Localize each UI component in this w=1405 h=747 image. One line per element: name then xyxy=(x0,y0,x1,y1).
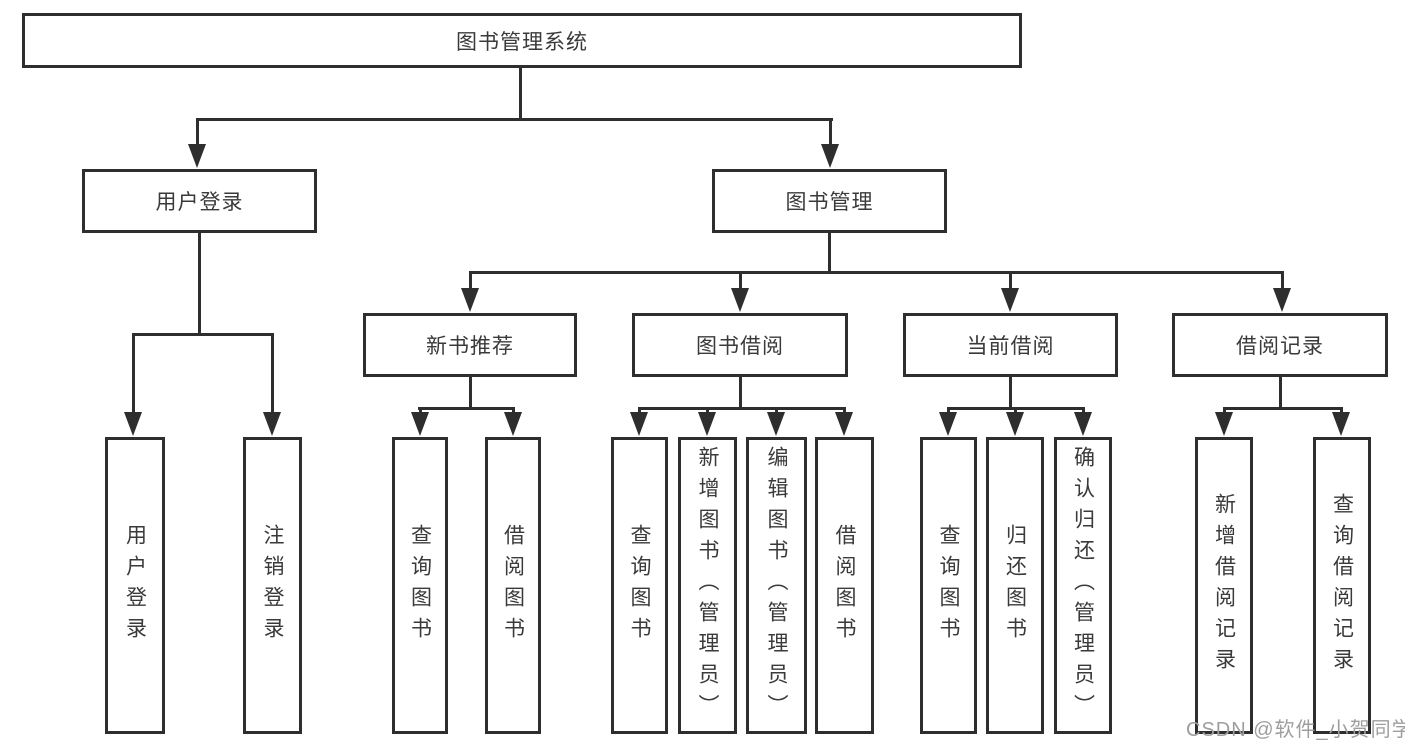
leaf-confirm-return-admin: 确认归还（管理员） xyxy=(1054,437,1112,734)
connector-line xyxy=(739,271,742,288)
connector-line xyxy=(196,118,199,144)
connector-line xyxy=(469,271,472,288)
connector-line xyxy=(638,407,846,410)
connector-line xyxy=(843,407,846,413)
connector-line xyxy=(638,407,641,413)
node-borrowing-records: 借阅记录 xyxy=(1172,313,1388,377)
connector-line xyxy=(1223,407,1343,410)
arrow-down-icon xyxy=(1074,412,1092,436)
arrow-down-icon xyxy=(263,412,281,436)
leaf-query-books-current: 查询图书 xyxy=(920,437,977,734)
connector-line xyxy=(469,376,472,409)
connector-line xyxy=(775,407,778,413)
connector-line xyxy=(739,376,742,409)
leaf-user-login: 用户登录 xyxy=(105,437,165,734)
connector-line xyxy=(1014,407,1017,413)
connector-line xyxy=(1281,271,1284,288)
arrow-down-icon xyxy=(411,412,429,436)
connector-line xyxy=(1279,376,1282,409)
arrow-down-icon xyxy=(188,144,206,168)
connector-line xyxy=(469,271,1282,274)
arrow-down-icon xyxy=(1273,288,1291,312)
arrow-down-icon xyxy=(1006,412,1024,436)
connector-line xyxy=(198,232,201,335)
arrow-down-icon xyxy=(1215,412,1233,436)
leaf-borrow-books-borrowing: 借阅图书 xyxy=(815,437,874,734)
leaf-query-borrow-record: 查询借阅记录 xyxy=(1313,437,1371,734)
arrow-down-icon xyxy=(767,412,785,436)
connector-line xyxy=(1082,407,1085,413)
arrow-down-icon xyxy=(504,412,522,436)
leaf-add-borrow-record: 新增借阅记录 xyxy=(1195,437,1253,734)
leaf-borrow-books-recommend: 借阅图书 xyxy=(485,437,541,734)
connector-line xyxy=(512,407,515,413)
leaf-query-books-borrowing: 查询图书 xyxy=(611,437,668,734)
arrow-down-icon xyxy=(124,412,142,436)
leaf-edit-books-admin: 编辑图书（管理员） xyxy=(746,437,807,734)
arrow-down-icon xyxy=(1001,288,1019,312)
arrow-down-icon xyxy=(835,412,853,436)
connector-line xyxy=(947,407,950,413)
connector-line xyxy=(1340,407,1343,413)
connector-line xyxy=(828,233,831,273)
arrow-down-icon xyxy=(731,288,749,312)
connector-line xyxy=(1223,407,1226,413)
leaf-query-books-recommend: 查询图书 xyxy=(392,437,448,734)
node-book-borrowing: 图书借阅 xyxy=(632,313,848,377)
node-user-login: 用户登录 xyxy=(82,169,317,233)
node-library-management-system: 图书管理系统 xyxy=(22,13,1022,68)
leaf-logout-login: 注销登录 xyxy=(243,437,302,734)
arrow-down-icon xyxy=(939,412,957,436)
node-new-book-recommendation: 新书推荐 xyxy=(363,313,577,377)
connector-line xyxy=(418,407,515,410)
connector-line xyxy=(132,333,135,413)
connector-line xyxy=(1009,271,1012,288)
arrow-down-icon xyxy=(630,412,648,436)
connector-line xyxy=(271,333,274,413)
leaf-add-books-admin: 新增图书（管理员） xyxy=(678,437,737,734)
arrow-down-icon xyxy=(461,288,479,312)
connector-line xyxy=(706,407,709,413)
connector-line xyxy=(829,118,832,144)
arrow-down-icon xyxy=(821,144,839,168)
connector-line xyxy=(196,118,833,121)
arrow-down-icon xyxy=(1332,412,1350,436)
node-current-borrowing: 当前借阅 xyxy=(903,313,1118,377)
connector-line xyxy=(1009,376,1012,409)
arrow-down-icon xyxy=(698,412,716,436)
connector-line xyxy=(519,68,522,121)
connector-line xyxy=(132,333,274,336)
csdn-watermark: CSDN @软件_小贺同学 xyxy=(1186,719,1405,741)
connector-line xyxy=(419,407,422,413)
node-book-management: 图书管理 xyxy=(712,169,947,233)
leaf-return-books: 归还图书 xyxy=(986,437,1044,734)
